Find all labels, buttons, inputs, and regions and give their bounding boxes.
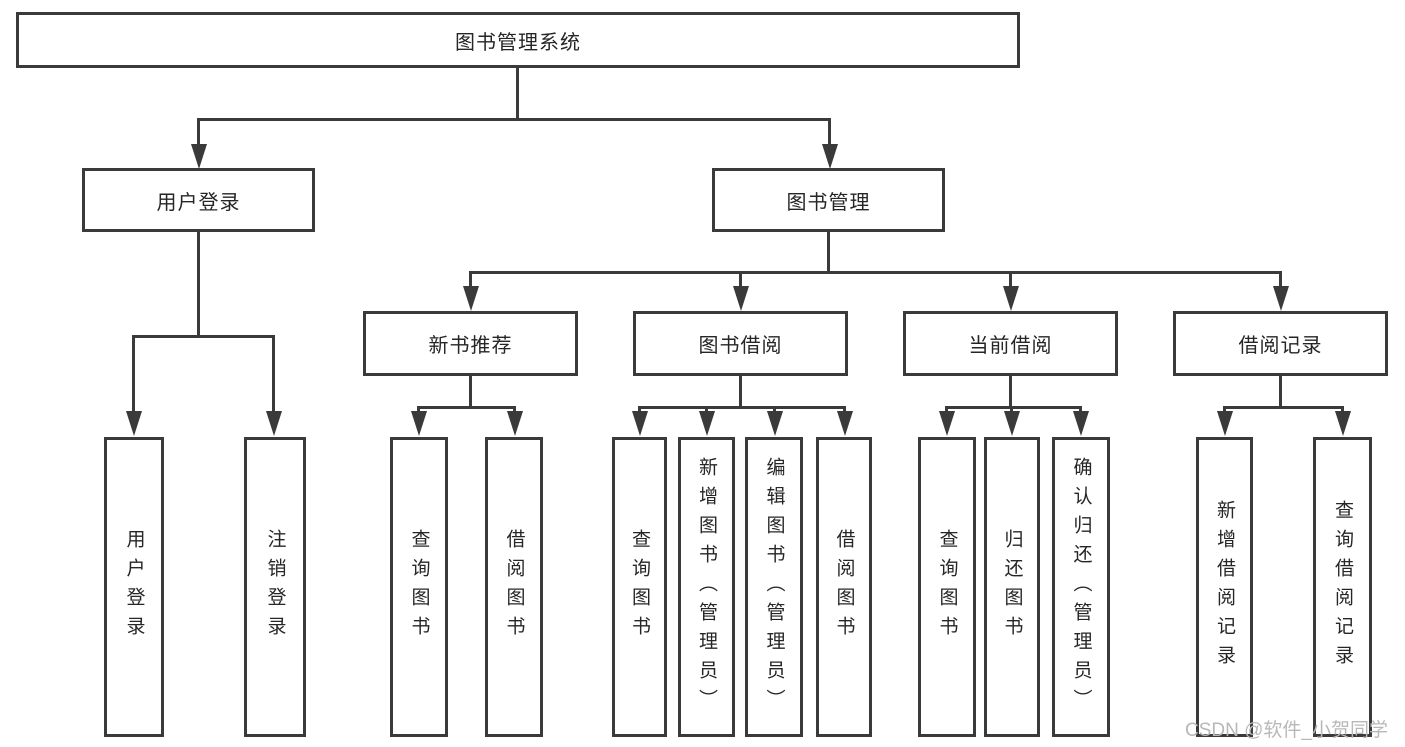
connector-new-book-stub bbox=[469, 376, 472, 409]
arrow-down-icon bbox=[939, 411, 955, 436]
arrow-down-icon bbox=[126, 411, 142, 436]
arrow-down-icon bbox=[822, 144, 838, 169]
arrow-down-icon bbox=[837, 411, 853, 436]
connector-book-borrow-rail bbox=[638, 406, 845, 409]
arrow-down-icon bbox=[191, 144, 207, 169]
leaf-query-books: 查询图书 bbox=[390, 437, 448, 737]
leaf-add-books-admin: 新增图书（管理员） bbox=[678, 437, 735, 737]
connector-level2-rail bbox=[197, 118, 831, 121]
arrow-down-icon bbox=[411, 411, 427, 436]
leaf-user-login: 用户登录 bbox=[104, 437, 164, 737]
arrow-down-icon bbox=[1073, 411, 1089, 436]
arrow-down-icon bbox=[632, 411, 648, 436]
node-borrowing-records: 借阅记录 bbox=[1173, 311, 1388, 376]
connector-book-mgmt-stub bbox=[827, 232, 830, 274]
leaf-add-borrow-record: 新增借阅记录 bbox=[1196, 437, 1253, 737]
connector-current-stub bbox=[1009, 376, 1012, 409]
node-new-book-recommendation: 新书推荐 bbox=[363, 311, 578, 376]
arrow-down-icon bbox=[733, 286, 749, 311]
connector-book-borrow-stub bbox=[739, 376, 742, 409]
arrow-down-icon bbox=[699, 411, 715, 436]
connector-new-book-rail bbox=[417, 406, 516, 409]
arrow-down-icon bbox=[266, 411, 282, 436]
connector-root-stub bbox=[516, 68, 519, 119]
leaf-borrow-books: 借阅图书 bbox=[816, 437, 872, 737]
arrow-down-icon bbox=[1217, 411, 1233, 436]
connector-current-drop bbox=[1009, 271, 1012, 289]
csdn-watermark: CSDN @软件_小贺同学 bbox=[1185, 720, 1388, 741]
node-current-borrowing: 当前借阅 bbox=[903, 311, 1118, 376]
connector-records-stub bbox=[1279, 376, 1282, 409]
leaf-query-borrow-record: 查询借阅记录 bbox=[1313, 437, 1372, 737]
arrow-down-icon bbox=[1004, 411, 1020, 436]
leaf-logout: 注销登录 bbox=[244, 437, 306, 737]
node-book-borrowing: 图书借阅 bbox=[633, 311, 848, 376]
connector-current-rail bbox=[945, 406, 1082, 409]
connector-logout-leaf-drop bbox=[272, 335, 275, 415]
node-root-library-management-system: 图书管理系统 bbox=[16, 12, 1020, 68]
connector-user-login-rail bbox=[132, 335, 275, 338]
arrow-down-icon bbox=[507, 411, 523, 436]
connector-user-login-drop bbox=[197, 118, 200, 150]
arrow-down-icon bbox=[1335, 411, 1351, 436]
leaf-borrow-books: 借阅图书 bbox=[485, 437, 543, 737]
leaf-confirm-return-admin: 确认归还（管理员） bbox=[1052, 437, 1110, 737]
connector-user-login-stub bbox=[197, 232, 200, 338]
connector-book-mgmt-drop bbox=[828, 118, 831, 150]
leaf-query-books: 查询图书 bbox=[918, 437, 976, 737]
connector-borrow-drop bbox=[739, 271, 742, 289]
arrow-down-icon bbox=[463, 286, 479, 311]
node-book-management: 图书管理 bbox=[712, 168, 945, 232]
arrow-down-icon bbox=[1273, 286, 1289, 311]
connector-records-drop bbox=[1279, 271, 1282, 289]
leaf-edit-books-admin: 编辑图书（管理员） bbox=[745, 437, 803, 737]
connector-new-book-drop bbox=[469, 271, 472, 289]
connector-login-leaf-drop bbox=[132, 335, 135, 415]
node-user-login: 用户登录 bbox=[82, 168, 315, 232]
connector-level3-rail bbox=[469, 271, 1282, 274]
leaf-query-books: 查询图书 bbox=[612, 437, 667, 737]
arrow-down-icon bbox=[767, 411, 783, 436]
connector-records-rail bbox=[1223, 406, 1343, 409]
leaf-return-books: 归还图书 bbox=[984, 437, 1040, 737]
arrow-down-icon bbox=[1003, 286, 1019, 311]
